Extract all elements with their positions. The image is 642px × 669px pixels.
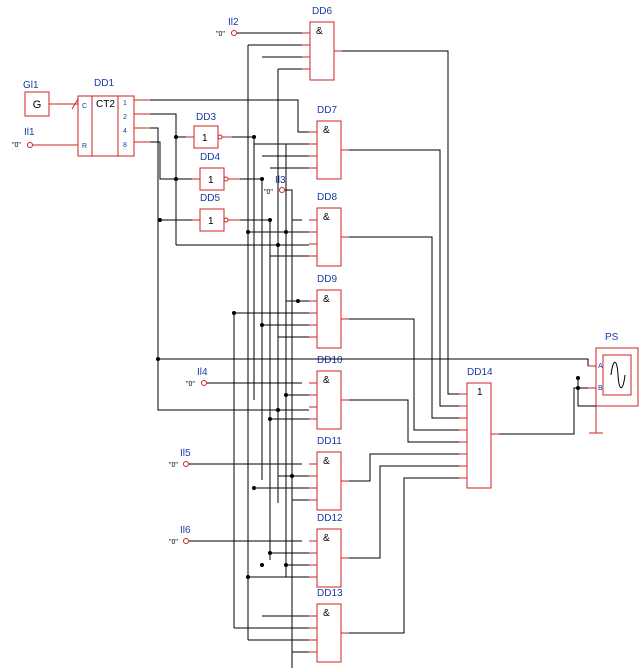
oscilloscope-ref: PS [605,332,619,343]
oscilloscope-pin-b: B [598,385,603,392]
gate-ref: DD12 [317,513,343,524]
wiring [150,44,596,668]
inverter-symbol: 1 [208,175,214,186]
inverter-symbol: 1 [202,133,208,144]
gate-ref: DD9 [317,274,337,285]
counter-type: CT2 [96,99,115,110]
waveform-icon [610,361,626,389]
generator-ref: Gl1 [23,80,39,91]
input-ref: Il1 [24,127,35,138]
gate-ref: DD10 [317,355,343,366]
and-gate-dd10[interactable]: DD10 & [309,355,349,430]
input-il4[interactable]: Il4 "0" [186,367,302,388]
counter-out-2: 2 [123,114,127,121]
gate-symbol: & [323,294,330,305]
gate-symbol: & [316,26,323,37]
input-il3[interactable]: Il3 "0" [264,175,302,221]
inverter-dd5[interactable]: DD5 1 [192,193,240,232]
and-gate-dd11[interactable]: DD11 & [309,436,349,511]
generator-symbol: G [33,99,42,111]
and-gate-dd13[interactable]: DD13 & [309,588,349,663]
gate-ref: DD13 [317,588,343,599]
inverter-dd4[interactable]: DD4 1 [192,152,240,191]
counter-out-4: 4 [123,128,127,135]
input-value: "0" [264,189,273,196]
input-value: "0" [12,142,21,149]
counter-dd1[interactable]: DD1 CT2 C R 1 2 4 8 [71,78,150,157]
gate-symbol: 1 [477,387,483,398]
oscilloscope-ps[interactable]: PS A B [588,332,639,407]
gate-ref: DD14 [467,367,493,378]
inverter-dd3[interactable]: DD3 1 [186,112,232,149]
gate-ref: DD8 [317,192,337,203]
gate-symbol: & [323,212,330,223]
and-gate-dd8[interactable]: DD8 & [309,192,349,267]
and-gate-dd6[interactable]: DD6 & [302,6,342,81]
oscilloscope-pin-a: A [598,363,603,370]
generator-gl1[interactable]: G Gl1 [23,80,78,117]
and-gate-dd7[interactable]: DD7 & [309,105,349,180]
or-gate-dd14[interactable]: DD14 1 [459,367,499,489]
input-ref: Il5 [180,448,191,459]
inverter-ref: DD3 [196,112,216,123]
gate-symbol: & [323,456,330,467]
and-gate-dd12[interactable]: DD12 & [309,513,349,588]
gate-symbol: & [323,375,330,386]
and-gate-dd9[interactable]: DD9 & [309,274,349,349]
input-ref: Il3 [275,175,286,186]
ground-symbol [589,406,603,434]
input-il6[interactable]: Il6 "0" [169,525,302,546]
inverter-ref: DD4 [200,152,220,163]
counter-pin-c: C [82,103,87,110]
inverter-ref: DD5 [200,193,220,204]
input-value: "0" [169,462,178,469]
input-value: "0" [169,539,178,546]
input-ref: Il4 [197,367,208,378]
gate-ref: DD7 [317,105,337,116]
counter-out-1: 1 [123,100,127,107]
gate-symbol: & [323,608,330,619]
counter-pin-r: R [82,143,87,150]
input-value: "0" [216,31,225,38]
input-il5[interactable]: Il5 "0" [169,448,302,469]
input-value: "0" [186,381,195,388]
junction-dots [156,135,580,579]
input-ref: Il6 [180,525,191,536]
gate-ref: DD6 [312,6,332,17]
input-ref: Il2 [228,17,239,28]
counter-out-8: 8 [123,142,127,149]
input-il1[interactable]: Il1 "0" [12,127,78,149]
input-il2[interactable]: Il2 "0" [216,17,302,38]
counter-ref: DD1 [94,78,114,89]
gate-ref: DD11 [317,436,342,447]
inverter-symbol: 1 [208,216,214,227]
gate-symbol: & [323,125,330,136]
gate-symbol: & [323,533,330,544]
